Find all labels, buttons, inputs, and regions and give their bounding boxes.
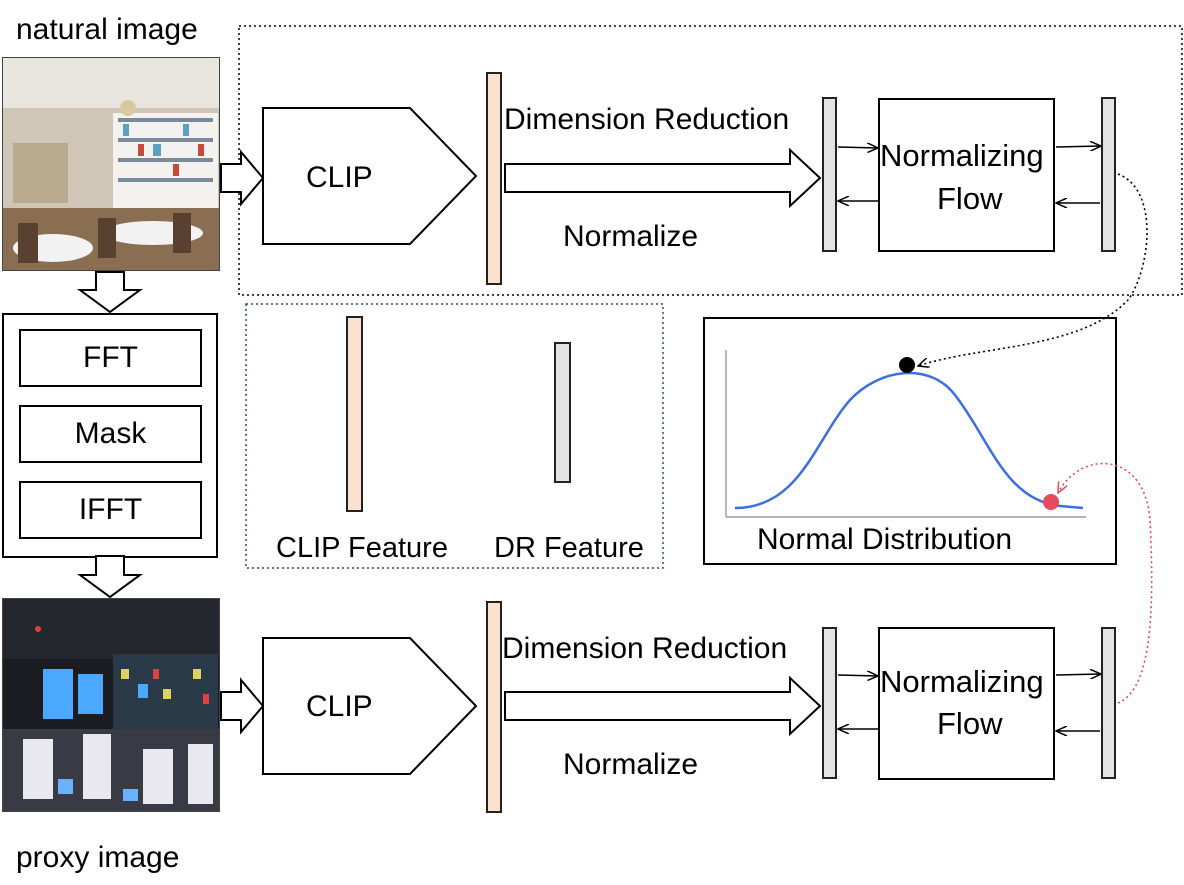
top-pipeline-frame: [238, 25, 1183, 296]
ifft-label: IFFT: [78, 493, 143, 526]
dr-feature-legend-bar: [554, 342, 571, 483]
gaussian-curve: [734, 371, 1084, 510]
normalizing-flow-box-bottom: [878, 627, 1055, 780]
clip-feature-bar-top: [486, 72, 502, 285]
bottom-latent-to-tail-link: [1058, 462, 1153, 704]
dimension-reduction-label-bottom: Dimension Reduction: [502, 632, 788, 665]
normal-distribution-label: Normal Distribution: [757, 523, 1013, 556]
proxy-image: [2, 598, 220, 812]
image-to-clip-arrow-bottom: [220, 677, 265, 735]
fft-box: FFT: [19, 329, 202, 387]
natural-image: [2, 57, 220, 271]
mask-box: Mask: [19, 405, 202, 463]
flow-forward-out-top: [1055, 146, 1101, 147]
dr-feature-legend-label: DR Feature: [494, 532, 644, 564]
normalize-label-bottom: Normalize: [563, 748, 699, 781]
clip-label-top: CLIP: [306, 161, 373, 194]
clip-encoder-bottom: [262, 637, 478, 775]
clip-encoder-top: [262, 107, 478, 245]
normalizing-flow-box-top: [878, 98, 1055, 252]
tail-point: [1043, 494, 1059, 510]
natural-to-fft-arrow: [76, 271, 144, 314]
normalizing-flow-label-top-2: Flow: [937, 181, 1003, 216]
clip-label-bottom: CLIP: [306, 690, 373, 723]
dimension-reduction-label-top: Dimension Reduction: [504, 103, 790, 136]
normalize-label-top: Normalize: [563, 220, 699, 253]
mask-label: Mask: [74, 417, 147, 450]
dr-feature-bar-top-left: [822, 97, 837, 252]
ifft-box: IFFT: [19, 481, 202, 539]
dr-feature-bar-top-right: [1101, 97, 1116, 252]
ifft-to-proxy-arrow: [76, 555, 144, 599]
dr-feature-bar-bottom-left: [822, 627, 837, 779]
clip-feature-bar-bottom: [486, 601, 502, 813]
peak-point: [899, 357, 915, 373]
top-latent-to-peak-link: [918, 173, 1148, 366]
normalizing-flow-label-bottom-1: Normalizing: [880, 664, 1044, 699]
flow-forward-out-bottom: [1055, 674, 1101, 675]
flow-forward-in-bottom: [837, 675, 878, 676]
normalizing-flow-label-bottom-2: Flow: [937, 706, 1003, 741]
feature-legend-frame: [245, 303, 664, 569]
dimension-reduction-arrow-bottom: [504, 675, 822, 737]
natural-image-label: natural image: [16, 13, 198, 46]
clip-feature-legend-label: CLIP Feature: [276, 532, 448, 564]
image-to-clip-arrow-top: [220, 149, 265, 207]
dimension-reduction-arrow-top: [504, 147, 822, 209]
clip-feature-legend-bar: [346, 316, 363, 512]
normalizing-flow-label-top-1: Normalizing: [880, 138, 1044, 173]
proxy-image-label: proxy image: [16, 841, 180, 874]
fft-label: FFT: [83, 341, 138, 374]
dr-feature-bar-bottom-right: [1101, 627, 1116, 779]
flow-forward-in-top: [837, 147, 878, 148]
